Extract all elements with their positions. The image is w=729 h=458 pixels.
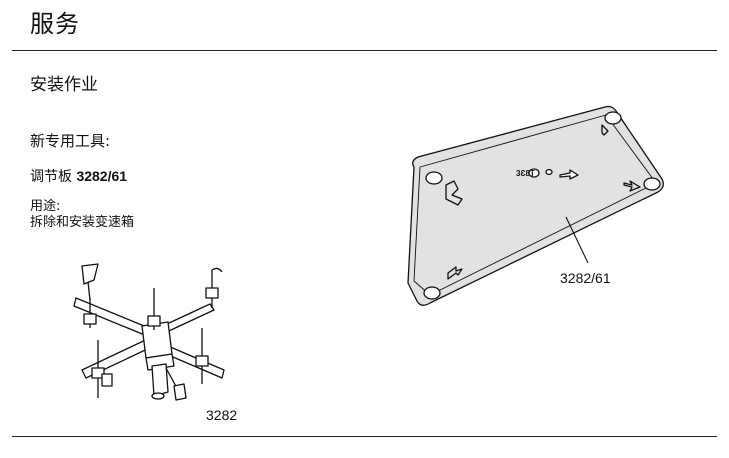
usage-text: 拆除和安装变速箱 [30, 215, 135, 230]
section-title: 安装作业 [30, 75, 98, 95]
usage-label: 用途: [30, 199, 61, 214]
tool-name-line: 调节板 3282/61 [30, 166, 127, 186]
plate-3282-61-illustration: 3Ɛ8T [407, 105, 664, 306]
plate-3282-61-label: 3282/61 [560, 270, 611, 286]
tool-name-prefix: 调节板 [30, 169, 77, 185]
usage-block: 用途: 拆除和安装变速箱 [30, 199, 134, 231]
top-divider [12, 50, 717, 51]
tool-3282-illustration [73, 263, 225, 401]
plate-marking: 3Ɛ8T [516, 169, 535, 178]
page-title: 服务 [30, 10, 80, 38]
tool-3282-label: 3282 [206, 407, 238, 423]
bottom-divider [12, 436, 717, 437]
new-tools-heading: 新专用工具: [30, 132, 111, 150]
tool-part-number: 3282/61 [76, 168, 128, 184]
